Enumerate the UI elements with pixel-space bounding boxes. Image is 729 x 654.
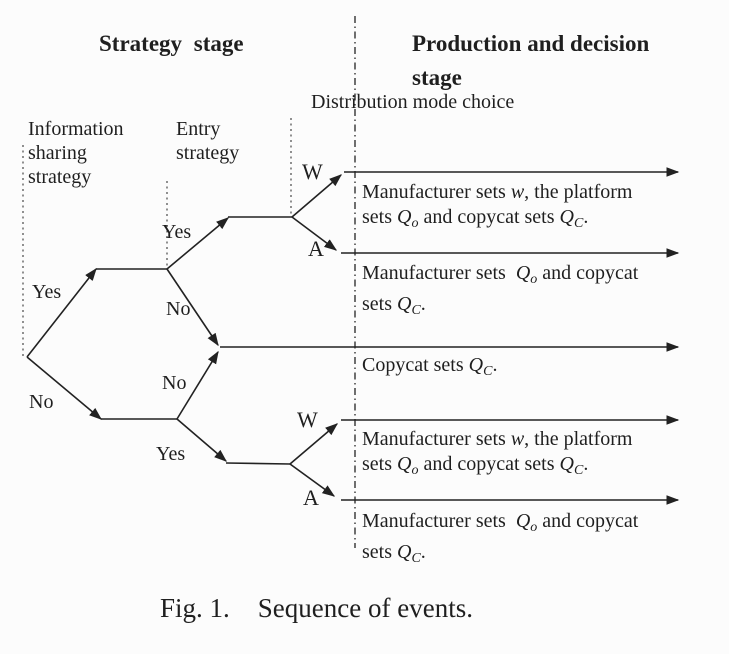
figure-caption-number: Fig. 1. [160,593,230,623]
branch-label-entry-lower-no: No [162,372,187,394]
production-stage-heading: Production and decision stage [412,31,650,90]
edge-root-yes [26,267,97,358]
edge-mode-upper-a [291,216,338,251]
strategy-stage-heading: Strategy stage [99,31,244,56]
edge-mode-upper-w [291,174,342,218]
entry-strategy-column-label: Entry strategy [176,118,240,164]
outcome-text-no-entry: Copycat sets QC. [362,354,498,379]
edge-entry-upper-yes [166,217,229,270]
info-sharing-column-label: Information sharing strategy [28,118,124,188]
edge-entry-upper-no [166,268,219,347]
edge-entry-lower-yes-horizontal [225,462,291,465]
branch-label-entry-upper-no: No [166,298,191,320]
branch-label-root-no: No [29,391,54,413]
edge-mode-lower-w [289,423,338,465]
branch-label-mode-upper-a: A [308,236,324,261]
distribution-mode-label: Distribution mode choice [311,91,515,113]
figure-caption-text: Sequence of events. [257,593,473,623]
branch-label-mode-lower-a: A [303,485,319,510]
branch-label-entry-lower-yes: Yes [156,443,186,465]
edge-entry-lower-no [176,350,219,420]
branch-label-root-yes: Yes [32,281,62,303]
edge-entry-lower-yes [176,418,227,462]
figure-caption: Fig. 1. Sequence of events. [160,593,473,624]
edge-root-no [26,356,102,420]
branch-label-mode-lower-w: W [297,407,318,432]
branch-label-mode-upper-w: W [302,159,323,184]
branch-label-entry-upper-yes: Yes [162,221,192,243]
edge-mode-lower-a [289,463,336,497]
